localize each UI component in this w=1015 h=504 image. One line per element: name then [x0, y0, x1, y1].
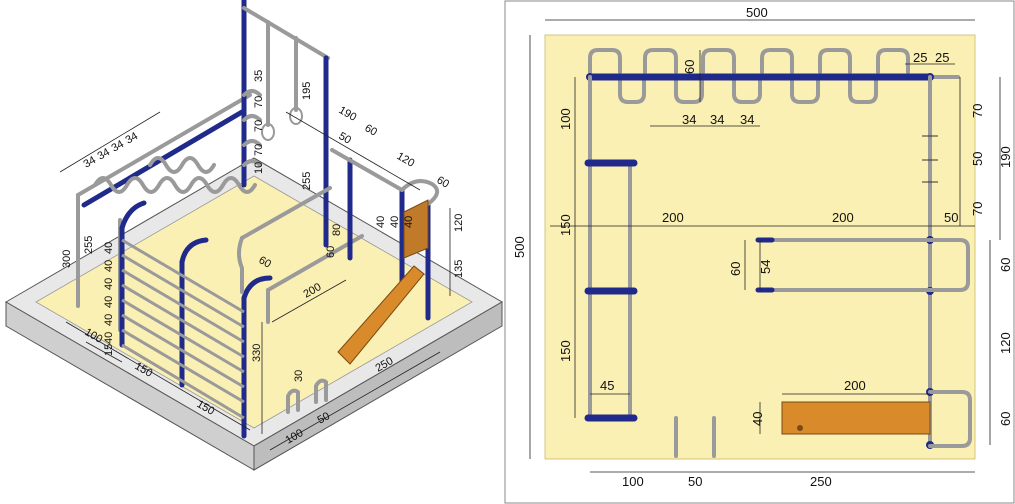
iso-dim-50: 50: [316, 410, 333, 427]
iso-dimension-labels: 34 34 34 34 35 70 70 70 10 195 190 60 50…: [61, 70, 465, 447]
plan-dim-bot-250: 250: [810, 474, 832, 489]
plan-dim-mid-200a: 200: [662, 210, 684, 225]
iso-dim-330: 330: [251, 344, 263, 362]
iso-bench: [337, 265, 425, 365]
iso-horizontal-ladder: [76, 93, 257, 332]
iso-dim-80: 80: [331, 224, 343, 236]
plan-dim-mid-200b: 200: [832, 210, 854, 225]
iso-dim-40-l6: 40: [103, 332, 115, 344]
iso-dim-40c: 40: [403, 216, 415, 228]
iso-dim-40-l5: 40: [103, 314, 115, 326]
plan-dim-mid-54: 54: [758, 260, 773, 274]
iso-dim-34-1: 34: [82, 154, 99, 171]
iso-dim-30: 30: [293, 370, 305, 382]
plan-dim-top-500: 500: [746, 5, 768, 20]
iso-dim-120: 120: [395, 150, 417, 170]
iso-dim-15: 15: [103, 344, 115, 356]
iso-wall-bars: [119, 200, 273, 439]
iso-dim-190: 190: [337, 104, 359, 124]
iso-dim-195: 195: [301, 82, 313, 100]
iso-dim-10: 10: [253, 162, 265, 174]
iso-dim-40-l2: 40: [103, 260, 115, 272]
plan-dim-left-150b: 150: [558, 340, 573, 362]
iso-dim-60b: 60: [435, 174, 452, 191]
plan-dim-bot-100: 100: [622, 474, 644, 489]
plan-dim-right-60b: 60: [998, 412, 1013, 426]
iso-dim-120b: 120: [453, 214, 465, 232]
iso-dim-34-3: 34: [110, 138, 127, 155]
iso-dim-40-l1: 40: [103, 242, 115, 254]
plan-dim-34a: 34: [682, 112, 696, 127]
plan-dim-ladder-45: 45: [600, 378, 614, 393]
iso-dim-70-2: 70: [253, 120, 265, 132]
plan-dim-right-190: 190: [998, 146, 1013, 168]
plan-dim-34c: 34: [740, 112, 754, 127]
iso-dim-255: 255: [301, 172, 313, 190]
plan-wall-bars: [584, 75, 638, 422]
plan-dim-right-120: 120: [998, 332, 1013, 354]
plan-dim-bench-40: 40: [750, 412, 765, 426]
iso-dim-50: 50: [337, 130, 354, 147]
plan-view: 500 500 60 25 25 34 34 34 100 150 150 20…: [504, 0, 1015, 504]
iso-dim-70-3: 70: [253, 144, 265, 156]
plan-dim-34b: 34: [710, 112, 724, 127]
iso-base-side-right: [253, 301, 503, 471]
plan-dim-left-100: 100: [558, 108, 573, 130]
iso-dim-255b: 255: [83, 236, 95, 254]
plan-dim-right-60a: 60: [998, 258, 1013, 272]
iso-dimension-lines: [59, 111, 451, 451]
iso-dim-40b: 40: [389, 216, 401, 228]
plan-dim-right-50: 50: [970, 152, 985, 166]
iso-dim-40a: 40: [375, 216, 387, 228]
iso-dim-60: 60: [363, 122, 380, 139]
plan-dim-left-150a: 150: [558, 214, 573, 236]
iso-dim-40-l3: 40: [103, 278, 115, 290]
plan-dim-mid-60: 60: [728, 262, 743, 276]
iso-dim-40-l4: 40: [103, 296, 115, 308]
iso-dim-34-4: 34: [124, 130, 141, 147]
plan-dim-25a: 25: [913, 50, 927, 65]
iso-dim-300: 300: [61, 250, 73, 268]
iso-dim-135: 135: [453, 260, 465, 278]
plan-dim-right-70b: 70: [970, 202, 985, 216]
iso-dim-70-1: 70: [253, 96, 265, 108]
plan-dim-mid-50: 50: [944, 210, 958, 225]
isometric-view: 34 34 34 34 35 70 70 70 10 195 190 60 50…: [5, 0, 503, 471]
plan-dim-left-500: 500: [512, 236, 527, 258]
iso-rings-frame: [241, 0, 330, 248]
iso-dim-34-2: 34: [96, 146, 113, 163]
plan-dim-bench-200: 200: [844, 378, 866, 393]
iso-dim-60d: 60: [325, 246, 337, 258]
iso-dim-60c: 60: [257, 254, 274, 271]
plan-dim-right-70a: 70: [970, 104, 985, 118]
iso-dim-35: 35: [253, 70, 265, 82]
plan-dim-bar-60: 60: [682, 60, 697, 74]
plan-dimension-lines: [529, 19, 1001, 473]
plan-bench: [781, 390, 972, 448]
plan-dimension-labels: 500 500 60 25 25 34 34 34 100 150 150 20…: [512, 5, 1013, 489]
plan-dim-bot-50: 50: [688, 474, 702, 489]
plan-dim-25b: 25: [935, 50, 949, 65]
